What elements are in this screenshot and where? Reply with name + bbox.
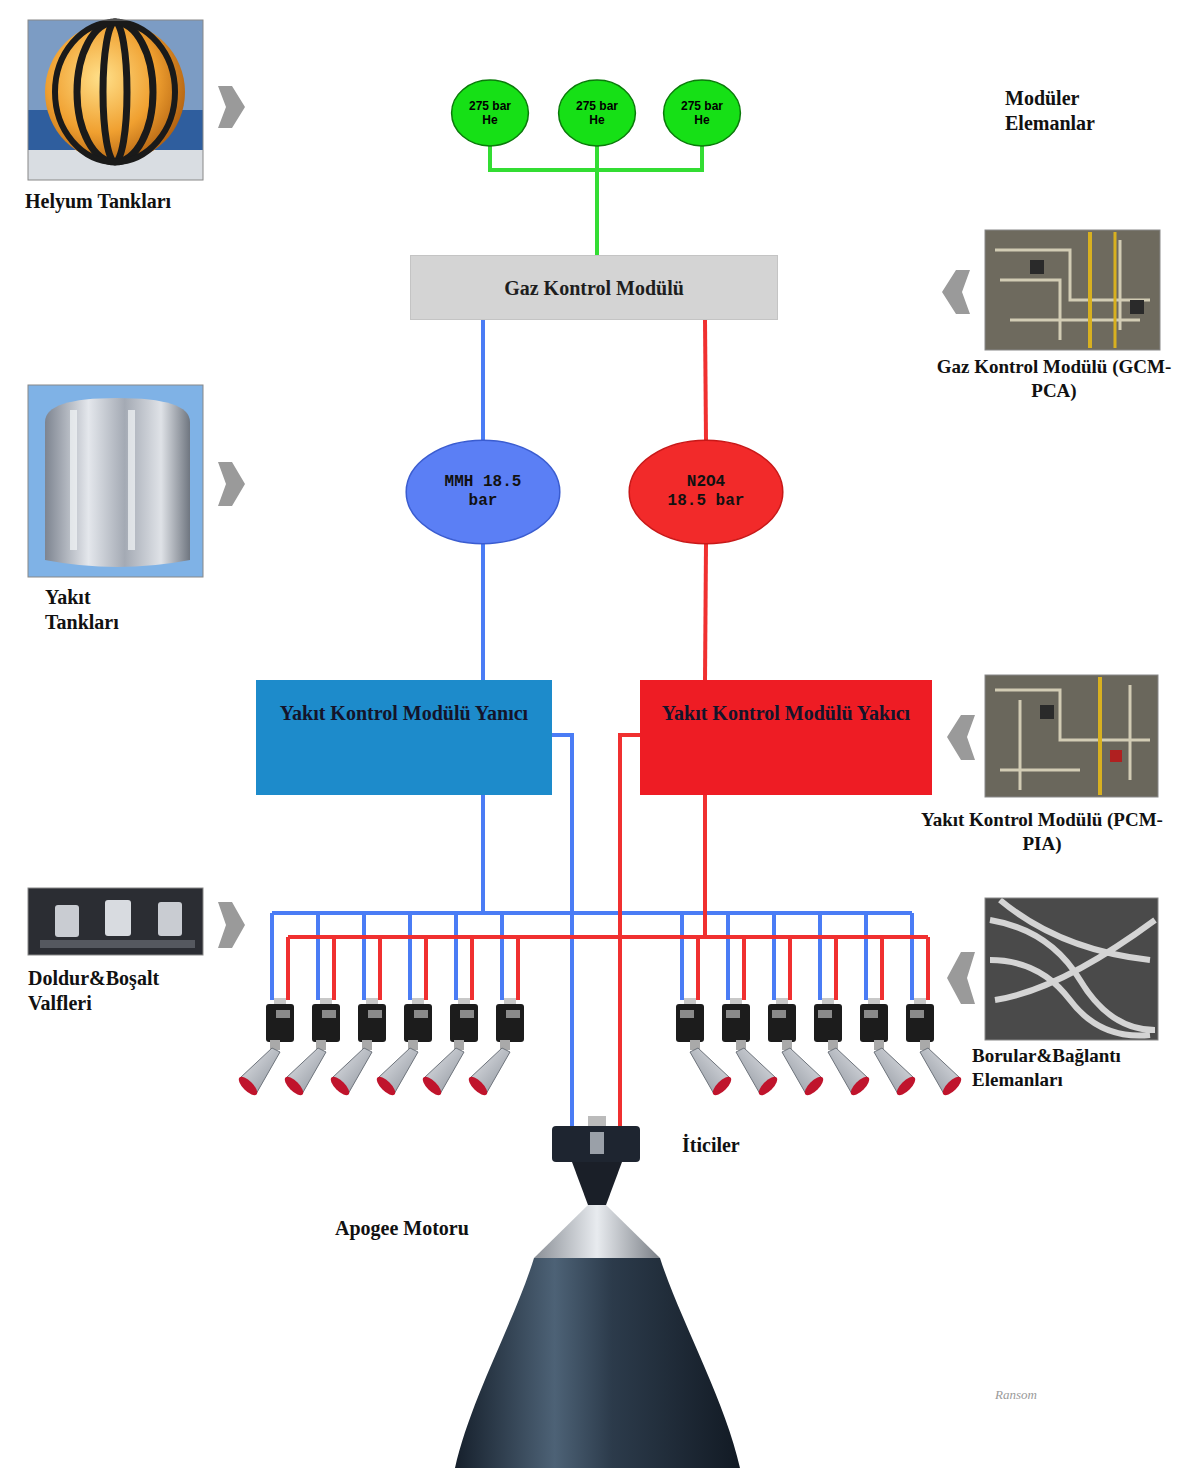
text-wrap: MMH 18.5 bar xyxy=(442,473,524,511)
pipe-connector xyxy=(490,146,597,255)
pipe-connector xyxy=(597,146,702,255)
node-text: Gaz Kontrol Modülü xyxy=(424,276,764,300)
node-text: Yakıt Kontrol Modülü Yakıcı xyxy=(661,701,911,725)
pointer-arrow xyxy=(218,902,245,948)
text-wrap: Gaz Kontrol Modülü xyxy=(424,276,764,300)
fuel-tank-photo xyxy=(28,385,203,577)
pointer-arrow xyxy=(218,462,245,506)
pointer-arrow xyxy=(218,86,245,128)
node-text: MMH 18.5 bar xyxy=(442,473,524,511)
part-caption: Borular&Bağlantı Elemanları xyxy=(972,1044,1172,1092)
helium-tank: 275 bar He xyxy=(662,78,742,148)
apogee-motor xyxy=(455,1116,740,1468)
fuel-tank: MMH 18.5 bar xyxy=(403,437,563,547)
pointer-arrow xyxy=(942,270,970,314)
watermark: Ransom xyxy=(995,1387,1115,1403)
gas-control-box: Gaz Kontrol Modülü xyxy=(410,255,778,320)
thruster-group xyxy=(236,998,964,1098)
part-caption: Gaz Kontrol Modülü (GCM- PCA) xyxy=(936,355,1172,403)
text-wrap: N2O4 18.5 bar xyxy=(665,473,747,511)
helium-tank: 275 bar He xyxy=(557,78,637,148)
node-text: 275 bar He xyxy=(570,99,624,128)
text-wrap: 275 bar He xyxy=(675,99,729,128)
part-caption: Apogee Motoru xyxy=(335,1216,555,1241)
propellant-control-module-photo xyxy=(985,675,1158,797)
part-caption: Helyum Tankları xyxy=(25,189,245,214)
node-text: 275 bar He xyxy=(463,99,517,128)
part-caption: Yakıt Tankları xyxy=(45,585,145,635)
text-wrap: 275 bar He xyxy=(463,99,517,128)
pointer-arrow xyxy=(947,715,975,760)
text-wrap: 275 bar He xyxy=(570,99,624,128)
text-wrap: Yakıt Kontrol Modülü Yakıcı xyxy=(661,701,911,725)
pointer-arrow xyxy=(947,952,975,1004)
fill-drain-valve-photo xyxy=(28,888,203,955)
oxidizer-control-box: Yakıt Kontrol Modülü Yakıcı xyxy=(640,680,932,795)
fuel-control-box: Yakıt Kontrol Modülü Yanıcı xyxy=(256,680,552,795)
part-caption: Modüler Elemanlar xyxy=(1005,86,1145,136)
helium-tank: 275 bar He xyxy=(450,78,530,148)
helium-tank-photo xyxy=(28,20,203,180)
node-text: N2O4 18.5 bar xyxy=(665,473,747,511)
pipe-connector xyxy=(705,320,706,440)
part-caption: İticiler xyxy=(682,1133,802,1158)
part-caption: Doldur&Boşalt Valfleri xyxy=(28,966,208,1016)
gas-control-module-photo xyxy=(985,230,1160,350)
node-text: Yakıt Kontrol Modülü Yanıcı xyxy=(279,701,529,725)
pipe-connector xyxy=(705,544,706,680)
tubing-photo xyxy=(985,898,1158,1040)
oxidizer-tank: N2O4 18.5 bar xyxy=(626,437,786,547)
part-caption: Yakıt Kontrol Modülü (PCM-PIA) xyxy=(911,808,1173,856)
text-wrap: Yakıt Kontrol Modülü Yanıcı xyxy=(279,701,529,725)
node-text: 275 bar He xyxy=(675,99,729,128)
pipe-connector xyxy=(481,544,485,680)
pipe-connector xyxy=(481,320,485,440)
